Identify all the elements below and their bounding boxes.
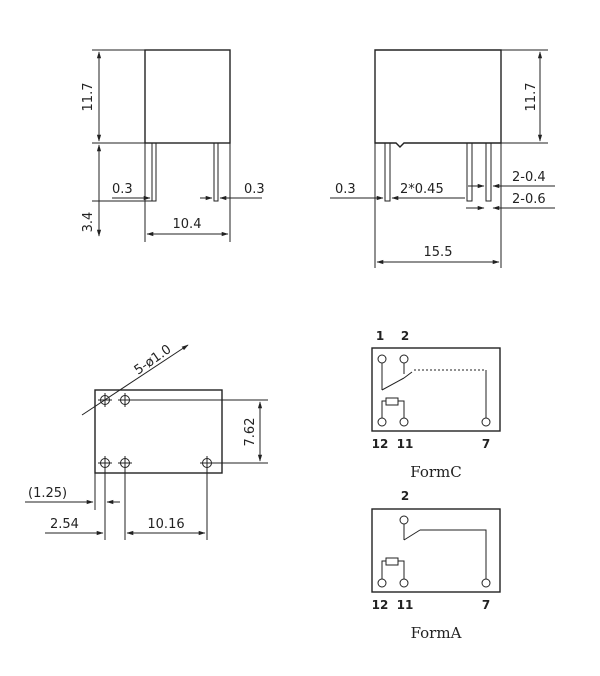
front-view-body — [374, 49, 502, 148]
form-c-terminal-2 — [399, 354, 409, 364]
pcb-footprint: 5-ø1.0 7.62 (1.25) 2.54 10.16 — [25, 342, 268, 540]
form-a-caption: FormA — [411, 624, 462, 642]
form-c-coil — [385, 397, 399, 406]
form-a-schematic: 2 12 11 7 FormA — [371, 489, 501, 642]
front-view-pin-right — [485, 142, 492, 202]
front-length-label: 15.5 — [424, 245, 453, 260]
form-a-coil — [385, 557, 399, 566]
form-a-outline — [371, 508, 501, 593]
form-c-outline — [371, 347, 501, 432]
side-width-label: 10.4 — [173, 217, 202, 232]
side-view-body — [144, 49, 231, 144]
side-view-pin-right — [213, 142, 219, 202]
front-pin-thickness-label: 2-0.4 — [512, 170, 546, 185]
hole-callout-label: 5-ø1.0 — [132, 342, 175, 378]
side-pin-left-thickness: 0.3 — [112, 182, 133, 197]
form-c-terminal-1 — [377, 354, 387, 364]
side-pin-right-thickness: 0.3 — [244, 182, 265, 197]
form-a-terminal-11 — [399, 578, 409, 588]
side-view: 11.7 3.4 0.3 0.3 10.4 — [81, 49, 265, 242]
footprint-outline — [94, 389, 223, 474]
front-view-pin-left — [384, 142, 391, 202]
side-view-pin-left — [151, 142, 157, 202]
form-c-terminal-7 — [481, 417, 491, 427]
form-c-pin-12: 12 — [372, 437, 389, 451]
form-a-pin-11: 11 — [397, 598, 414, 612]
form-a-pin-2: 2 — [401, 489, 409, 503]
footprint-hole-5 — [200, 456, 214, 470]
form-c-pin-7: 7 — [482, 437, 490, 451]
form-a-terminal-7 — [481, 578, 491, 588]
footprint-hole-4 — [118, 456, 132, 470]
front-offset-label: 0.3 — [335, 182, 356, 197]
front-view: 11.7 0.3 2*0.45 2-0.4 2-0.6 15.5 — [330, 49, 555, 268]
form-c-pin-1: 1 — [376, 329, 384, 343]
form-c-caption: FormC — [410, 463, 462, 481]
form-a-pin-7: 7 — [482, 598, 490, 612]
form-a-terminal-12 — [377, 578, 387, 588]
offset-small-label: (1.25) — [28, 486, 67, 501]
form-a-pin-12: 12 — [372, 598, 389, 612]
side-height-label: 11.7 — [81, 83, 96, 112]
form-c-schematic: 1 2 12 11 7 FormC — [371, 329, 501, 481]
front-pin-width-label: 2-0.6 — [512, 192, 546, 207]
form-c-pin-2: 2 — [401, 329, 409, 343]
form-c-terminal-12 — [377, 417, 387, 427]
front-pitch-label: 2*0.45 — [400, 182, 444, 197]
side-pin-length-label: 3.4 — [81, 212, 96, 233]
span-label: 10.16 — [147, 517, 184, 532]
front-height-label: 11.7 — [524, 83, 539, 112]
front-view-pin-mid — [466, 142, 473, 202]
form-c-pin-11: 11 — [397, 437, 414, 451]
form-c-terminal-11 — [399, 417, 409, 427]
row-pitch-label: 7.62 — [243, 418, 258, 447]
offset-label: 2.54 — [50, 517, 79, 532]
form-a-terminal-2 — [399, 515, 409, 525]
footprint-hole-3 — [98, 456, 112, 470]
footprint-hole-2 — [118, 393, 132, 407]
